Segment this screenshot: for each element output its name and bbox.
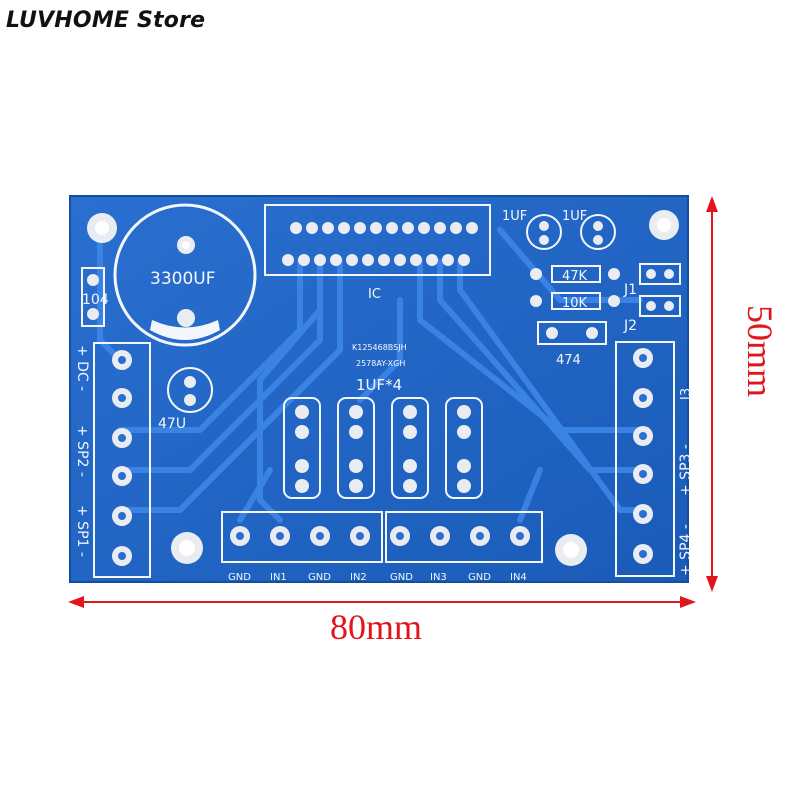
ic-marking-1: K125468BSJH — [352, 343, 407, 352]
right-terminal-block: J3 + SP3 - + SP4 - — [615, 341, 694, 577]
jumper-j1-label: J1 — [623, 282, 637, 298]
capacitor-1uf-a-label: 1UF — [502, 209, 527, 224]
ic-footprint: IC K125468BSJH 2578AY-XGH — [264, 204, 491, 368]
mounting-holes — [87, 210, 679, 566]
label-in3: IN3 — [430, 572, 447, 583]
label-sp1: + SP1 - — [74, 505, 90, 557]
label-sp3: + SP3 - — [678, 444, 694, 496]
capacitor-474-label: 474 — [556, 353, 581, 368]
label-dc: + DC - — [74, 345, 90, 391]
ic-marking-2: 2578AY-XGH — [356, 359, 405, 368]
label-gnd-2: GND — [308, 572, 331, 583]
capacitor-group-label: 1UF*4 — [356, 376, 402, 394]
capacitor-47u: 47U — [158, 367, 213, 432]
capacitor-group-1uf4: 1UF*4 — [283, 376, 483, 499]
capacitor-1uf-pair: 1UF 1UF — [502, 209, 616, 250]
capacitor-1uf-b-label: 1UF — [562, 209, 587, 224]
height-dimension-label: 50mm — [740, 304, 780, 397]
label-in4: IN4 — [510, 572, 527, 583]
resistor-10k-label: 10K — [562, 296, 588, 311]
label-in2: IN2 — [350, 572, 367, 583]
label-sp4: + SP4 - — [678, 524, 694, 576]
label-j3: J3 — [679, 388, 694, 401]
width-dimension-label: 80mm — [330, 607, 423, 647]
capacitor-3300uf-label: 3300UF — [150, 269, 216, 289]
capacitor-104: 104 — [81, 267, 109, 327]
capacitor-104-label: 104 — [82, 292, 109, 308]
bottom-input-header: GND IN1 GND IN2 GND IN3 GND IN4 — [221, 511, 543, 583]
label-gnd-3: GND — [390, 572, 413, 583]
resistor-47k-label: 47K — [562, 269, 588, 284]
store-watermark: LUVHOME Store — [6, 8, 206, 33]
left-terminal-block: + DC - + SP2 - + SP1 - — [74, 342, 151, 578]
label-gnd-4: GND — [468, 572, 491, 583]
ic-label: IC — [368, 287, 381, 302]
resistors: 47K 10K — [530, 265, 620, 311]
label-sp2: + SP2 - — [74, 425, 90, 477]
label-gnd-1: GND — [228, 572, 251, 583]
capacitor-474: 474 — [537, 321, 607, 368]
dimension-arrows — [68, 196, 718, 608]
label-in1: IN1 — [270, 572, 287, 583]
jumpers: J1 J2 — [623, 263, 681, 334]
jumper-j2-label: J2 — [623, 318, 637, 334]
capacitor-47u-label: 47U — [158, 416, 186, 432]
capacitor-3300uf: 3300UF — [113, 203, 257, 347]
